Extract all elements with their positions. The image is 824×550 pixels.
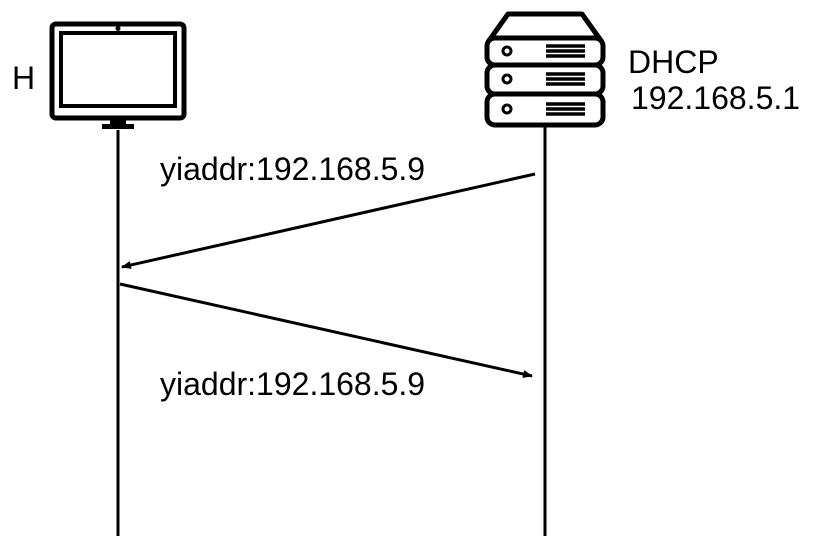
message-arrow-host-to-server xyxy=(119,282,533,378)
message-label-request: yiaddr:192.168.5.9 xyxy=(160,366,426,402)
server-ip-label: 192.168.5.1 xyxy=(631,80,801,116)
monitor-icon xyxy=(49,21,187,129)
server-icon xyxy=(484,11,606,128)
message-arrow-server-to-host xyxy=(121,172,536,269)
server-name-label: DHCP xyxy=(628,44,719,80)
message-label-offer: yiaddr:192.168.5.9 xyxy=(160,151,426,187)
host-label: H xyxy=(12,60,36,96)
